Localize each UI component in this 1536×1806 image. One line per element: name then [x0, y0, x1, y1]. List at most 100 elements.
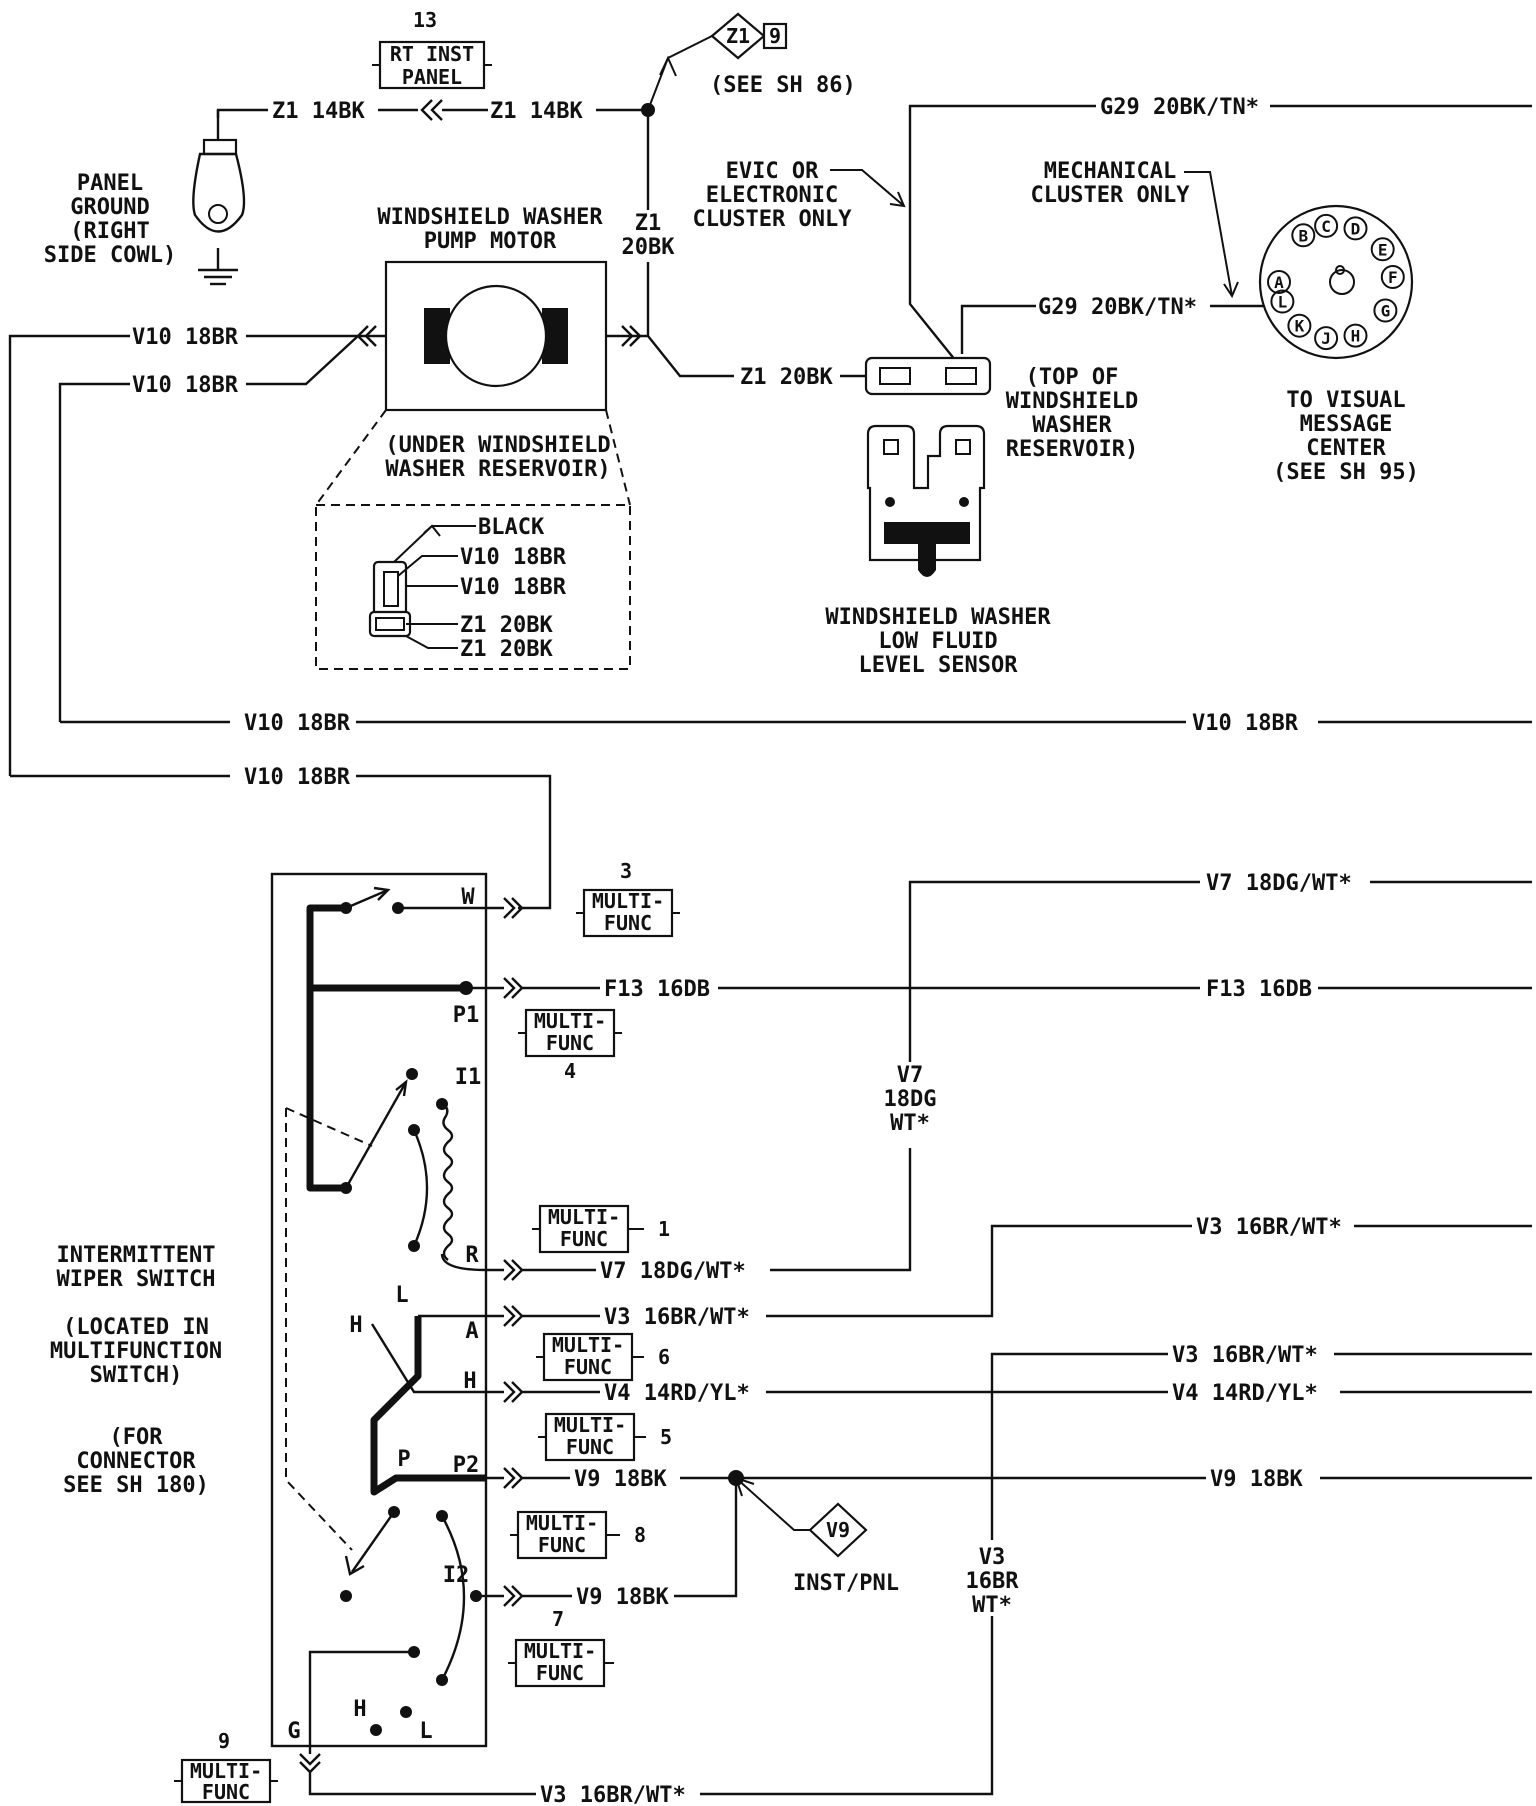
svg-text:MULTI-: MULTI- [554, 1413, 626, 1437]
svg-text:V3 16BR/WT*: V3 16BR/WT* [604, 1305, 750, 1330]
svg-text:WT*: WT* [972, 1593, 1012, 1618]
vmc-pin-circle [1291, 223, 1316, 248]
svg-text:R: R [465, 1243, 479, 1268]
svg-text:WINDSHIELD: WINDSHIELD [1006, 389, 1138, 414]
svg-text:SIDE COWL): SIDE COWL) [44, 243, 176, 268]
svg-text:FUNC: FUNC [538, 1533, 586, 1557]
svg-text:G29 20BK/TN*: G29 20BK/TN* [1038, 295, 1197, 320]
connector-multifunc-3: 3 MULTI- FUNC [576, 859, 680, 938]
svg-text:WASHER RESERVOIR): WASHER RESERVOIR) [385, 457, 610, 482]
svg-text:BLACK: BLACK [478, 515, 545, 540]
svg-text:I2: I2 [443, 1563, 470, 1588]
svg-text:TO VISUAL: TO VISUAL [1286, 388, 1405, 413]
vmc-pin-label: F [1388, 268, 1398, 287]
svg-text:1: 1 [658, 1217, 670, 1241]
svg-text:FUNC: FUNC [604, 911, 652, 935]
svg-text:A: A [465, 1319, 478, 1344]
svg-text:EVIC OR: EVIC OR [726, 159, 819, 184]
svg-text:W: W [461, 885, 475, 910]
wire-v9-18bk [522, 1476, 1532, 1598]
svg-text:CLUSTER ONLY: CLUSTER ONLY [1031, 183, 1191, 208]
svg-text:V3 16BR/WT*: V3 16BR/WT* [1196, 1215, 1342, 1240]
svg-text:8: 8 [634, 1523, 646, 1547]
svg-text:L: L [395, 1283, 408, 1308]
vmc-pin-label: L [1278, 293, 1288, 312]
vmc-pin-label: E [1378, 240, 1388, 259]
svg-text:V7: V7 [897, 1063, 924, 1088]
connector-multifunc-5: MULTI- FUNC 5 [538, 1412, 672, 1462]
svg-text:H: H [353, 1697, 366, 1722]
svg-text:V10 18BR: V10 18BR [1192, 711, 1299, 736]
svg-text:ELECTRONIC: ELECTRONIC [706, 183, 838, 208]
vmc-pin-label: H [1351, 327, 1361, 346]
svg-text:P: P [397, 1447, 410, 1472]
svg-text:PANEL: PANEL [402, 65, 462, 89]
svg-text:MULTI-: MULTI- [526, 1511, 598, 1535]
wire-label-v10-top: V10 18BR [132, 325, 239, 350]
svg-text:V10 18BR: V10 18BR [244, 711, 351, 736]
svg-text:LOW FLUID: LOW FLUID [878, 629, 997, 654]
svg-text:PANEL: PANEL [77, 171, 143, 196]
svg-text:MULTI-: MULTI- [592, 889, 664, 913]
svg-text:V3 16BR/WT*: V3 16BR/WT* [1172, 1343, 1318, 1368]
svg-text:CONNECTOR: CONNECTOR [76, 1449, 196, 1474]
connector-multifunc-7: 7 MULTI- FUNC [508, 1607, 614, 1688]
svg-text:WIPER SWITCH: WIPER SWITCH [57, 1267, 216, 1292]
svg-text:(RIGHT: (RIGHT [70, 219, 149, 244]
svg-text:V9 18BK: V9 18BK [576, 1585, 669, 1610]
svg-text:(FOR: (FOR [110, 1425, 164, 1450]
vmc-pin-circle [1370, 237, 1395, 262]
svg-text:L: L [419, 1719, 432, 1744]
svg-text:V10 18BR: V10 18BR [244, 765, 351, 790]
svg-text:G: G [287, 1719, 300, 1744]
vmc-pin-label: G [1381, 302, 1391, 321]
vmc-pin-circle [1267, 270, 1291, 294]
svg-text:I1: I1 [455, 1065, 482, 1090]
vmc-pin-circle [1373, 298, 1398, 323]
svg-text:V7 18DG/WT*: V7 18DG/WT* [1206, 871, 1352, 896]
svg-text:WT*: WT* [890, 1111, 930, 1136]
svg-text:V9 18BK: V9 18BK [1210, 1467, 1303, 1492]
switch-output-connectors [299, 897, 524, 1774]
vmc-pin-circle [1270, 289, 1295, 314]
connector-multifunc-1: MULTI- FUNC 1 [532, 1204, 670, 1254]
svg-text:FUNC: FUNC [560, 1227, 608, 1251]
svg-text:P1: P1 [453, 1003, 480, 1028]
panel-ground: PANEL GROUND (RIGHT SIDE COWL) [44, 110, 246, 286]
wire-g29-top [908, 104, 1532, 377]
vmc-pin-label: B [1298, 226, 1308, 245]
wire-label-z1-14bk-right: Z1 14BK [490, 99, 583, 124]
wire-v10-18br-outer [8, 334, 350, 776]
svg-text:20BK: 20BK [622, 235, 676, 260]
wire-g29-mech [960, 304, 1266, 354]
svg-text:MESSAGE: MESSAGE [1300, 412, 1393, 437]
vmc-pin-label: A [1274, 273, 1284, 292]
svg-text:PUMP MOTOR: PUMP MOTOR [424, 229, 557, 254]
vmc-pin-label: D [1351, 219, 1361, 238]
svg-text:WINDSHIELD WASHER: WINDSHIELD WASHER [377, 205, 603, 230]
svg-text:FUNC: FUNC [536, 1661, 584, 1685]
svg-text:H: H [463, 1369, 476, 1394]
svg-text:Z1: Z1 [726, 24, 750, 48]
svg-text:INTERMITTENT: INTERMITTENT [57, 1243, 216, 1268]
svg-text:MULTI-: MULTI- [548, 1205, 620, 1229]
svg-text:RESERVOIR): RESERVOIR) [1006, 437, 1138, 462]
svg-text:V3: V3 [979, 1545, 1006, 1570]
svg-text:(SEE SH 95): (SEE SH 95) [1273, 460, 1419, 485]
svg-text:6: 6 [658, 1345, 670, 1369]
svg-text:SWITCH): SWITCH) [90, 1363, 183, 1388]
vmc-pin-label: J [1321, 329, 1331, 348]
svg-text:MECHANICAL: MECHANICAL [1044, 159, 1176, 184]
svg-text:G29 20BK/TN*: G29 20BK/TN* [1100, 95, 1259, 120]
svg-text:P2: P2 [453, 1453, 480, 1478]
svg-text:Z1: Z1 [635, 211, 662, 236]
connector-multifunc-4: MULTI- FUNC 4 [518, 1008, 622, 1083]
svg-text:F13 16DB: F13 16DB [1206, 977, 1312, 1002]
svg-text:V9: V9 [826, 1518, 850, 1542]
svg-text:FUNC: FUNC [564, 1355, 612, 1379]
wire-label-v10-second: V10 18BR [132, 373, 239, 398]
svg-text:GROUND: GROUND [70, 195, 149, 220]
svg-text:(LOCATED IN: (LOCATED IN [63, 1315, 209, 1340]
connector-multifunc-8: MULTI- FUNC 8 [510, 1510, 646, 1560]
svg-text:V10 18BR: V10 18BR [460, 575, 567, 600]
